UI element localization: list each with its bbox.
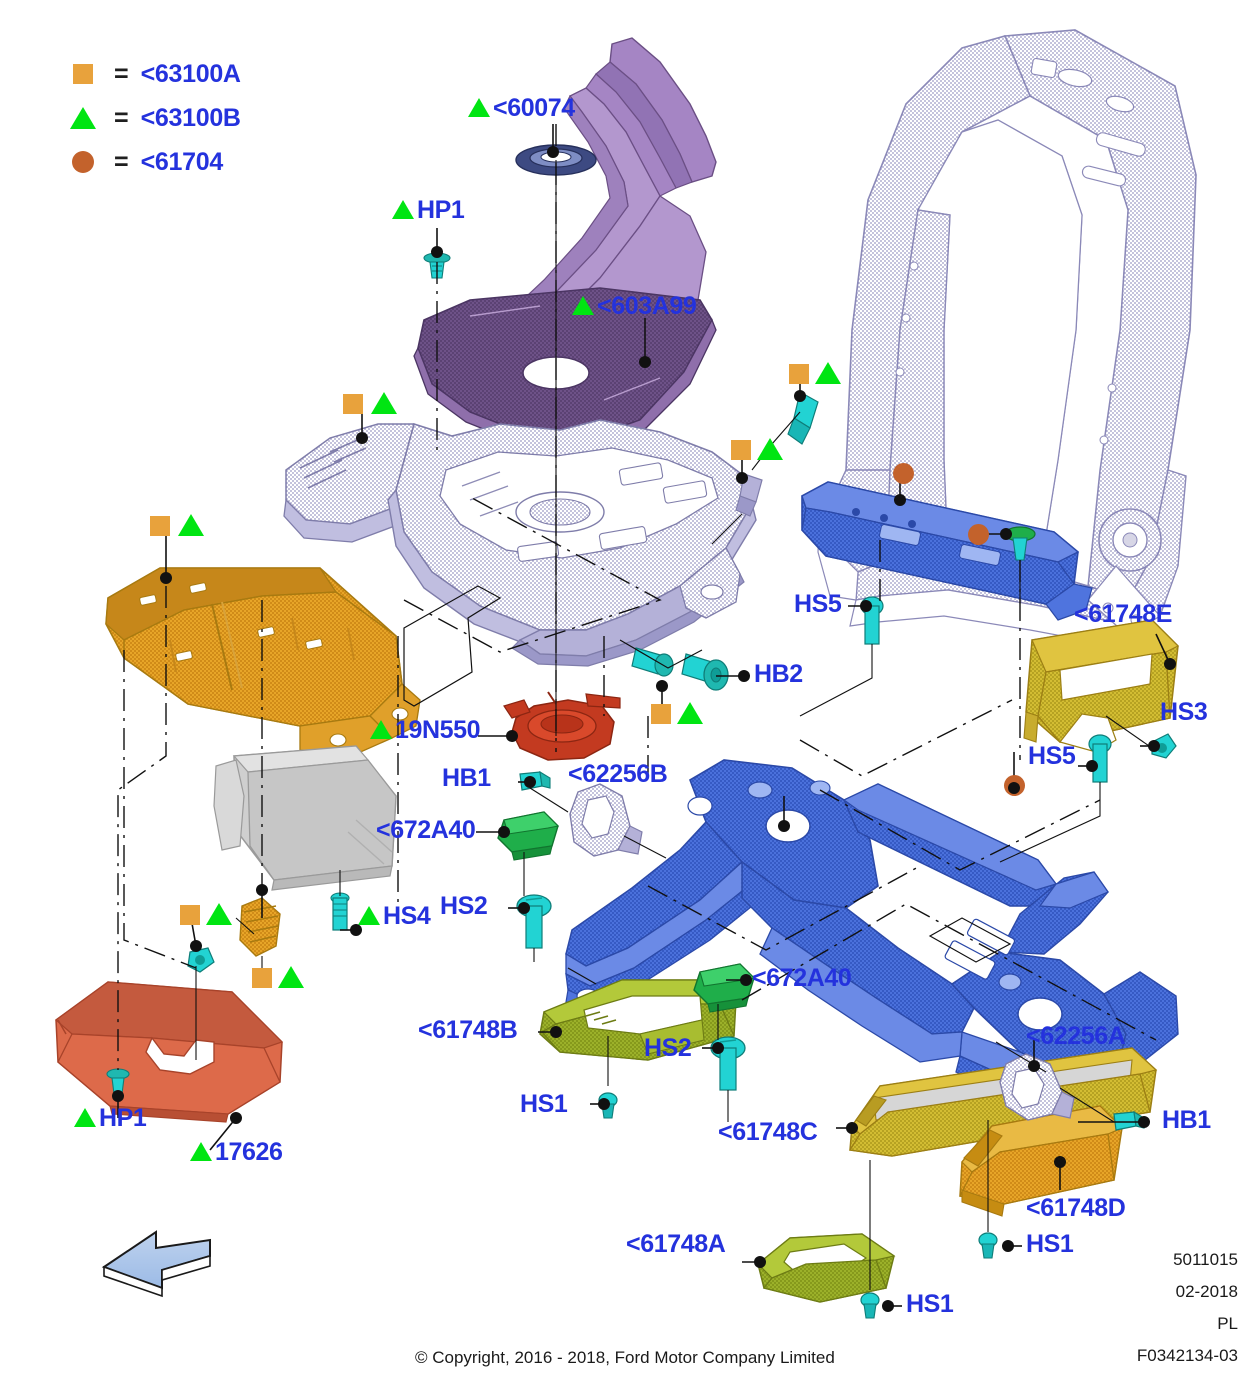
part-trim-61748A — [757, 1233, 896, 1303]
callout-60074: <60074 — [468, 96, 575, 121]
callout-62256B: <62256B — [568, 760, 668, 788]
figure-id: F0342134-03 — [1136, 1346, 1238, 1365]
callout-HS1-left: HS1 — [520, 1090, 568, 1118]
fastener-HS2-right — [710, 1036, 746, 1091]
part-bracket-62256B — [569, 783, 643, 857]
copyright-text: © Copyright, 2016 - 2018, Ford Motor Com… — [415, 1348, 835, 1367]
part-bracket-small-orange — [239, 897, 281, 957]
callout-HS2-right: HS2 — [644, 1034, 692, 1062]
part-control-module — [213, 745, 397, 891]
square-marker-icon — [66, 64, 100, 84]
callout-61748D: <61748D — [1026, 1194, 1126, 1222]
callout-HS1-right: HS1 — [1026, 1230, 1074, 1258]
fastener-HP1-top — [423, 252, 451, 279]
fastener-HS1-left — [598, 1092, 618, 1119]
callout-62256A: <62256A — [1026, 1022, 1126, 1050]
legend-equals-1: = — [114, 103, 129, 132]
legend-row-63100A: = <63100A — [66, 52, 241, 96]
fastener-HS2-left — [516, 894, 552, 949]
marker-triangle-pan-left — [371, 392, 397, 414]
triangle-marker-icon — [66, 107, 100, 129]
marker-circle-rear-rail — [893, 463, 914, 484]
legend-label-61704: <61704 — [140, 147, 224, 176]
drawing-date: 02-2018 — [1175, 1282, 1238, 1301]
callout-HS3: HS3 — [1160, 698, 1208, 726]
part-inflator-19N550 — [503, 691, 621, 761]
callout-603A99: <603A99 — [572, 294, 697, 319]
callout-61748C: <61748C — [718, 1118, 818, 1146]
drawing-number: 5011015 — [1173, 1250, 1238, 1269]
marker-square-mid-right — [731, 440, 751, 460]
callout-HS2-left: HS2 — [440, 892, 488, 920]
fastener-clip-left — [187, 947, 215, 973]
callout-HP1-bot: HP1 — [74, 1106, 147, 1131]
marker-triangle-lower-left-a — [206, 903, 232, 925]
fastener-HS1-bot — [860, 1292, 880, 1319]
marker-circle-screw — [968, 524, 989, 545]
legend-label-63100B: <63100B — [140, 103, 241, 132]
fastener-HB2-b — [681, 653, 729, 691]
callout-HB1-right: HB1 — [1162, 1106, 1211, 1134]
marker-triangle-lower-left-b — [278, 966, 304, 988]
callout-17626: 17626 — [190, 1140, 283, 1165]
circle-marker-icon — [66, 151, 100, 173]
marker-circle-track — [1004, 775, 1025, 796]
fastener-HB1-right — [1113, 1110, 1145, 1131]
fastener-HS5-top — [860, 596, 884, 645]
legend-equals-0: = — [114, 59, 129, 88]
fastener-HS1-right — [978, 1232, 998, 1259]
callout-HS1-bot: HS1 — [906, 1290, 954, 1318]
part-rear-track-rail — [801, 481, 1093, 621]
callout-61748B: <61748B — [418, 1016, 518, 1044]
callout-672A40-right: <672A40 — [752, 964, 852, 992]
legend-row-61704: = <61704 — [66, 140, 241, 184]
marker-square-pan-left — [343, 394, 363, 414]
part-trim-61748E — [1023, 619, 1180, 753]
fastener-61704-screw — [1004, 526, 1036, 561]
callout-HB2: HB2 — [754, 660, 803, 688]
marker-square-lower-left-a — [180, 905, 200, 925]
callout-HS4: HS4 — [358, 904, 431, 929]
marker-square-airbag — [150, 516, 170, 536]
callout-61748A: <61748A — [626, 1230, 726, 1258]
fastener-HS5-bot — [1088, 734, 1112, 783]
part-trim-61748B — [539, 979, 738, 1061]
marker-square-hb2 — [651, 704, 671, 724]
detail-outlines — [403, 585, 1012, 985]
marker-triangle-airbag — [178, 514, 204, 536]
marker-triangle-upper-right — [815, 362, 841, 384]
market-code: PL — [1217, 1314, 1238, 1333]
callout-HP1-top: HP1 — [392, 198, 465, 223]
marker-square-lower-left-b — [252, 968, 272, 988]
legend: = <63100A = <63100B = <61704 — [66, 52, 241, 184]
fastener-HB2-a — [631, 647, 674, 677]
fastener-HB1-mid — [519, 770, 551, 791]
fastener-HS4 — [330, 892, 350, 931]
marker-triangle-mid-right — [757, 438, 783, 460]
callout-19N550: 19N550 — [370, 718, 481, 743]
marker-square-upper-right — [789, 364, 809, 384]
part-seat-cushion-pan — [283, 419, 757, 667]
fastener-HS3 — [1151, 733, 1177, 759]
callout-HS5-top: HS5 — [794, 590, 842, 618]
part-airbag-module-63100A — [105, 567, 421, 755]
legend-row-63100B: = <63100B — [66, 96, 241, 140]
part-trim-17626 — [55, 981, 284, 1123]
callout-HB1-mid: HB1 — [442, 764, 491, 792]
assembly-axes — [117, 124, 1157, 1070]
marker-triangle-hb2 — [677, 702, 703, 724]
legend-equals-2: = — [114, 147, 129, 176]
part-clip-672A40-right — [693, 963, 756, 1013]
callout-672A40-left: <672A40 — [376, 816, 476, 844]
legend-label-63100A: <63100A — [140, 59, 241, 88]
part-clip-672A40-left — [497, 811, 560, 861]
part-bracket-62256A — [999, 1053, 1075, 1121]
callout-61748E: <61748E — [1074, 600, 1172, 628]
callout-HS5-bot: HS5 — [1028, 742, 1076, 770]
fastener-pan-right — [787, 391, 819, 445]
